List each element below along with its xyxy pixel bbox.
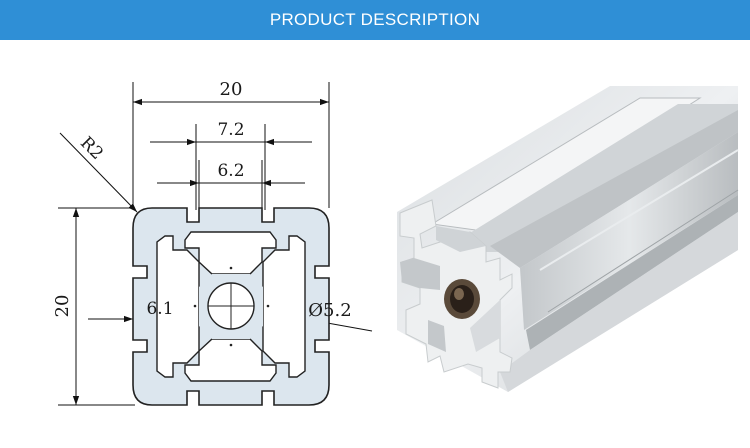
slot-outer-label: 7.2 [217, 120, 244, 140]
bore-label: Ø5.2 [308, 300, 351, 321]
radius-leader [59, 132, 138, 213]
header-title: PRODUCT DESCRIPTION [269, 10, 481, 29]
header-bar: PRODUCT DESCRIPTION [0, 0, 750, 40]
product-photo [397, 86, 739, 392]
offset-label: 6.1 [146, 299, 173, 319]
width-label: 20 [220, 79, 243, 100]
height-label: 20 [52, 295, 73, 318]
radius-label: R2 [76, 133, 107, 164]
profile-cross-section [132, 207, 330, 406]
slot-inner-label: 6.2 [217, 161, 244, 181]
